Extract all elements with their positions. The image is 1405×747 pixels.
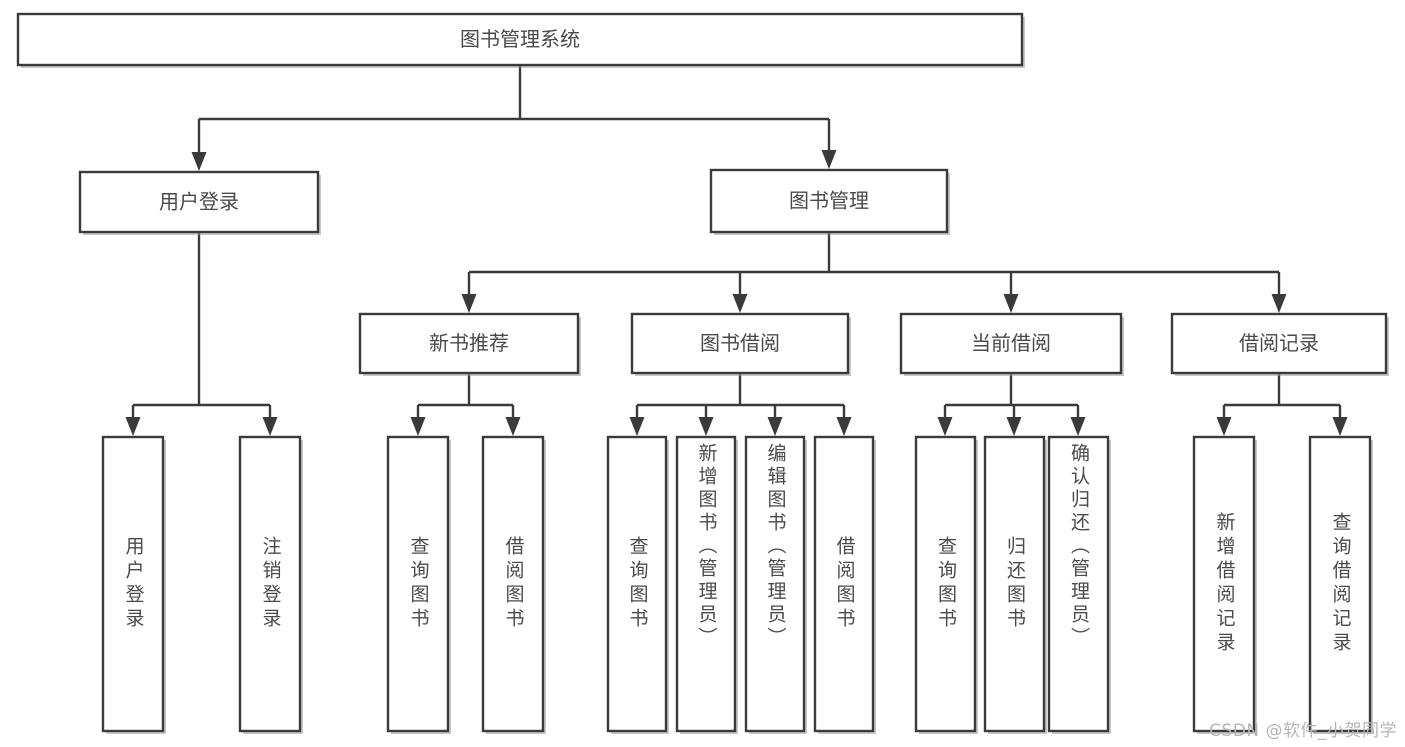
node-book-borrow-label: 图书借阅 [700,331,780,355]
node-leaf-borrow-book-1[interactable] [481,435,545,733]
watermark-text: CSDN @软件_小贺同学 [1209,721,1397,741]
node-leaf-query-borrow-record[interactable] [1308,435,1372,733]
connectors-layer [125,65,1348,436]
node-leaf-user-login[interactable] [101,435,165,733]
node-leaf-return-book[interactable] [983,435,1046,733]
node-user-login[interactable] [78,170,320,234]
node-current-borrow-label: 当前借阅 [971,331,1051,355]
arrow-leaf-current-borrow-0 [937,417,953,436]
node-book-manage-label: 图书管理 [789,189,869,213]
node-leaf-query-book-1[interactable] [386,435,450,733]
node-leaf-confirm-return-admin[interactable] [1047,435,1110,733]
node-leaf-add-borrow-record[interactable] [1192,435,1256,733]
node-leaf-edit-book-admin[interactable] [744,435,806,733]
node-new-book-recommend-label: 新书推荐 [429,331,509,355]
node-leaf-logout-login[interactable] [238,435,302,733]
node-root-图书管理系统[interactable] [16,12,1024,67]
arrow-to-borrow-record [1271,294,1287,313]
node-borrow-record-label: 借阅记录 [1239,331,1319,355]
arrow-leaf-current-borrow-1 [1006,417,1022,436]
node-leaf-add-book-admin[interactable] [675,435,737,733]
node-root-label: 图书管理系统 [460,27,580,51]
arrow-leaf-book-borrow-0 [629,417,645,436]
node-leaf-borrow-book-2[interactable] [813,435,875,733]
nodes-layer [16,12,1389,734]
arrow-leaf-user-login-1 [262,417,278,436]
arrow-leaf-book-borrow-2 [767,417,783,436]
node-leaf-query-book-3[interactable] [914,435,977,733]
arrow-leaf-borrow-record-1 [1332,417,1348,436]
arrow-leaf-borrow-record-0 [1216,417,1232,436]
node-book-borrow[interactable] [630,312,850,375]
node-current-borrow[interactable] [899,312,1123,375]
arrow-leaf-book-borrow-1 [698,417,714,436]
arrow-to-book-manage [821,150,837,169]
arrow-to-current-borrow [1003,294,1019,313]
arrow-leaf-user-login-0 [125,417,141,436]
arrow-leaf-current-borrow-2 [1070,417,1086,436]
node-book-manage[interactable] [709,168,949,234]
node-borrow-record[interactable] [1170,312,1388,375]
arrow-leaf-new-book-recommend-0 [410,417,426,436]
arrow-leaf-book-borrow-3 [836,417,852,436]
node-user-login-label: 用户登录 [159,190,239,214]
node-leaf-query-book-2[interactable] [606,435,668,733]
arrow-to-user-login [191,152,207,171]
node-new-book-recommend[interactable] [358,312,580,375]
arrow-to-new-book-recommend [461,294,477,313]
arrow-to-book-borrow [732,294,748,313]
arrow-leaf-new-book-recommend-1 [505,417,521,436]
